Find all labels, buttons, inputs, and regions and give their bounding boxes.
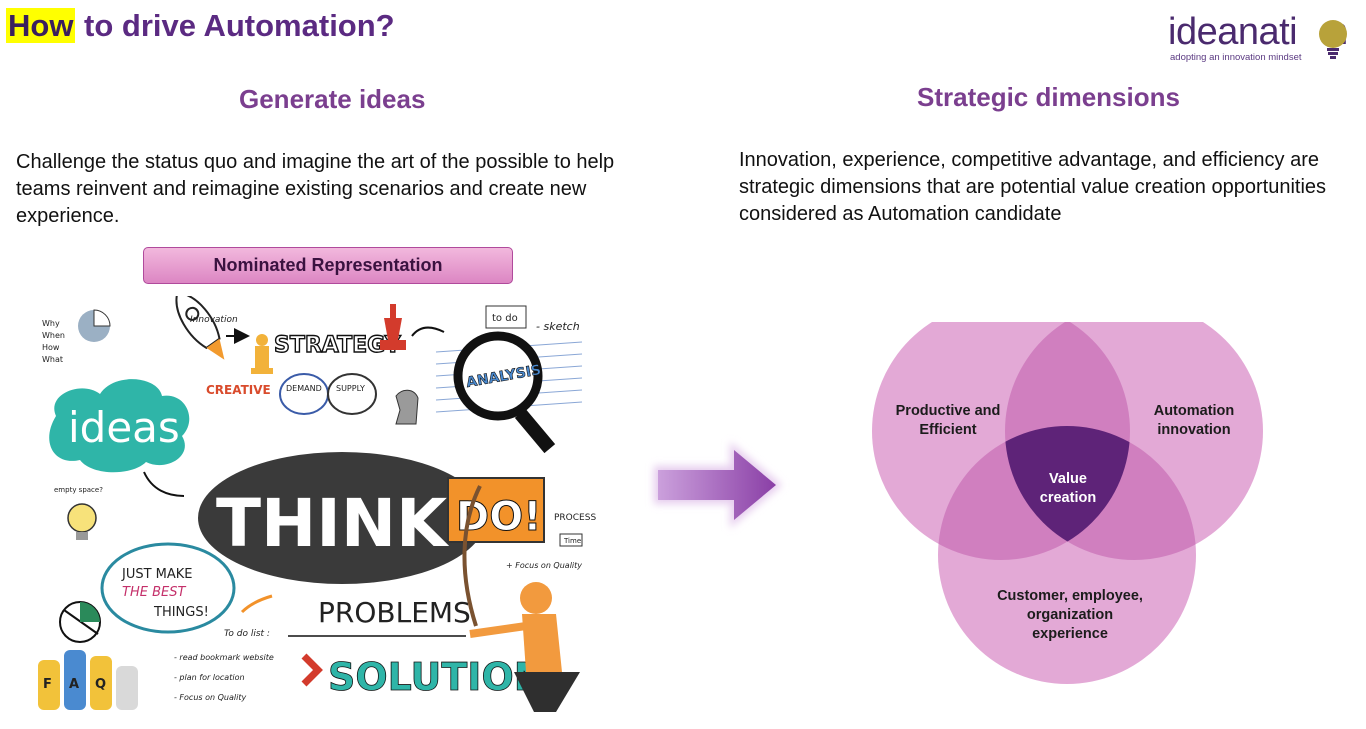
king-piece-icon — [380, 304, 406, 350]
svg-text:A: A — [69, 677, 79, 692]
svg-text:How: How — [42, 343, 60, 352]
ideas-word: ideas — [68, 403, 180, 452]
think-do-sketch-illustration: Why When How What Innovation STRATEGY to… — [38, 296, 596, 712]
demand-bubble — [279, 373, 329, 415]
just-make-line2: THE BEST — [122, 585, 186, 600]
todo-item-3: - Focus on Quality — [174, 693, 246, 702]
just-make-line3: THINGS! — [153, 605, 209, 620]
strategic-dimensions-text: Innovation, experience, competitive adva… — [739, 149, 1327, 225]
ideas-cloud — [49, 379, 190, 473]
think-word: THINK — [216, 485, 450, 562]
strategic-dimensions-heading: Strategic dimensions — [917, 82, 1180, 112]
solution-word: SOLUTION — [328, 655, 546, 699]
focus-label: + Focus on Quality — [506, 561, 582, 570]
problems-word: PROBLEMS — [318, 596, 471, 629]
small-bulb-icon — [67, 503, 97, 540]
ab-circle-icon — [59, 601, 101, 643]
todo-label: to do — [492, 313, 518, 324]
todo-item-2: - plan for location — [174, 673, 245, 682]
creative-word: CREATIVE — [206, 383, 271, 397]
generate-ideas-text: Challenge the status quo and imagine the… — [16, 151, 615, 227]
just-make-bubble — [100, 542, 236, 634]
svg-text:When: When — [42, 331, 65, 340]
faq-hands: F A Q — [38, 650, 138, 710]
logo-tagline: adopting an innovation mindset — [1170, 52, 1302, 63]
svg-text:Why: Why — [42, 319, 60, 328]
pawn-icon — [251, 334, 273, 374]
svg-text:F: F — [43, 677, 52, 692]
svg-text:What: What — [42, 355, 63, 364]
magnifier-icon — [453, 331, 556, 454]
todo-card — [485, 305, 527, 329]
process-label: PROCESS — [554, 513, 596, 523]
todo-list-heading: To do list : — [224, 629, 270, 639]
archer-mannequin-icon — [462, 485, 580, 712]
generate-ideas-heading: Generate ideas — [239, 84, 426, 114]
think-bubble — [198, 452, 486, 584]
value-creation-venn-diagram — [872, 322, 1263, 684]
title-rest: to drive Automation? — [75, 8, 395, 43]
knight-icon — [395, 389, 419, 425]
supply-label: SUPPLY — [336, 384, 365, 393]
nominated-representation-badge: Nominated Representation — [143, 247, 513, 284]
lightbulb-icon — [1319, 20, 1347, 59]
pie-chart-icon — [78, 309, 111, 342]
empty-space-label: empty space? — [54, 486, 103, 494]
innovation-label: Innovation — [190, 315, 238, 325]
solution-chevron — [301, 653, 323, 687]
just-make-line1: JUST MAKE — [121, 567, 193, 582]
sketch-label: - sketch — [536, 320, 580, 333]
ideanation-logo: ideanatin adopting an innovation mindset — [1166, 10, 1358, 66]
rocket-icon — [175, 296, 225, 360]
title-highlight: How — [6, 8, 76, 43]
right-arrow-icon — [654, 442, 782, 528]
page-title: How to drive Automation? — [6, 8, 395, 44]
demand-label: DEMAND — [286, 384, 322, 393]
question-list: Why When How What — [42, 319, 65, 364]
svg-text:Q: Q — [95, 677, 106, 692]
supply-bubble — [327, 373, 377, 415]
time-label: Time — [563, 537, 581, 545]
time-card — [559, 533, 583, 547]
do-sign — [447, 477, 545, 543]
todo-item-1: - read bookmark website — [174, 653, 274, 662]
